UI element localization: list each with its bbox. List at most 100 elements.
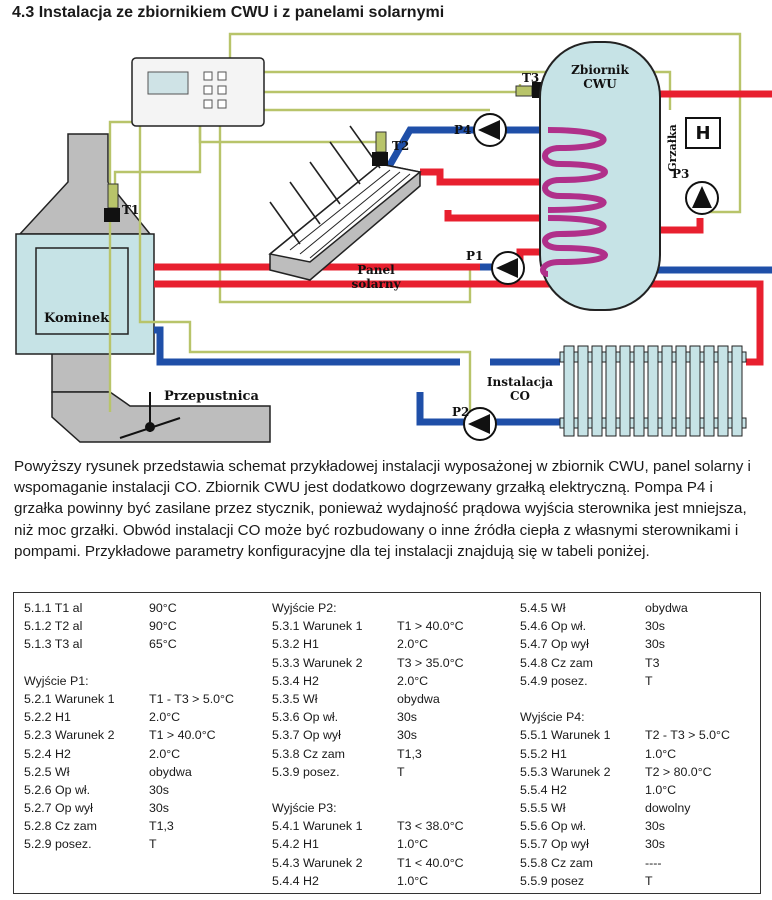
param-key: 5.3.8 Cz zam (272, 746, 345, 761)
param-key: 5.5.9 posez (520, 873, 585, 888)
param-value: 2.0°C (397, 673, 429, 688)
param-key: 5.3.9 posez. (272, 764, 340, 779)
param-key: 5.2.6 Op wł. (24, 782, 91, 797)
params-column-2: Wyjście P2: 5.3.1 Warunek 1 T1 > 40.0°C 5.3… (272, 599, 512, 890)
param-key: 5.1.3 T3 al (24, 637, 83, 652)
param-row: Wyjście P1: (24, 672, 264, 690)
param-key: 5.2.2 H1 (24, 710, 71, 725)
label-t2: T2 (392, 139, 409, 153)
param-key: 5.5.3 Warunek 2 (520, 764, 611, 779)
param-row: 5.3.8 Cz zam T1,3 (272, 745, 512, 763)
pump-p4 (473, 113, 507, 147)
param-value: obydwa (149, 764, 192, 779)
param-value: 30s (397, 710, 417, 725)
label-co-line1: Instalacja (487, 375, 553, 389)
param-row: 5.3.5 Wł obydwa (272, 690, 512, 708)
param-value: ---- (645, 855, 662, 870)
param-key: 5.3.3 Warunek 2 (272, 655, 363, 670)
tank-cwu (539, 41, 661, 311)
param-key: Wyjście P4: (520, 710, 585, 725)
param-value: 30s (645, 619, 665, 634)
param-value: 2.0°C (149, 710, 181, 725)
param-value: T1 > 40.0°C (149, 728, 216, 743)
param-value: 1.0°C (397, 837, 429, 852)
param-value: 30s (149, 801, 169, 816)
label-tank-line1: Zbiornik (571, 63, 629, 77)
param-value: T3 > 35.0°C (397, 655, 464, 670)
param-key: 5.4.6 Op wł. (520, 619, 587, 634)
param-row: 5.2.6 Op wł. 30s (24, 781, 264, 799)
param-row: 5.2.7 Op wył 30s (24, 799, 264, 817)
param-value: 2.0°C (149, 746, 181, 761)
param-key: 5.4.9 posez. (520, 673, 588, 688)
param-value: 30s (645, 837, 665, 852)
param-row: 5.3.6 Op wł.30s (272, 708, 512, 726)
param-key: 5.4.8 Cz zam (520, 655, 593, 670)
pump-p2 (463, 407, 497, 441)
param-value: T1 - T3 > 5.0°C (149, 691, 234, 706)
param-value: T3 < 38.0°C (397, 819, 464, 834)
label-grzalka: Grzałka (666, 124, 679, 172)
param-key: 5.2.3 Warunek 2 (24, 728, 115, 743)
param-key: 5.2.9 posez. (24, 837, 92, 852)
param-value: T1 > 40.0°C (397, 619, 464, 634)
param-key: Wyjście P3: (272, 801, 337, 816)
param-value: 30s (397, 728, 417, 743)
pump-p3 (685, 181, 719, 215)
param-key: 5.3.1 Warunek 1 (272, 619, 363, 634)
label-t3: T3 (522, 71, 539, 85)
label-kominek: Kominek (44, 311, 110, 326)
param-key: 5.2.7 Op wył (24, 801, 93, 816)
description-paragraph: Powyższy rysunek przedstawia schemat prz… (14, 458, 751, 560)
param-value: T (397, 764, 405, 779)
label-p4: P4 (454, 123, 471, 137)
label-przepustnica: Przepustnica (164, 389, 259, 404)
param-row: Wyjście P2: (272, 599, 512, 617)
param-row: Wyjście P4: (520, 708, 760, 726)
param-row (520, 690, 760, 708)
param-key: 5.1.1 T1 al (24, 601, 83, 615)
param-key: 5.5.5 Wł (520, 801, 566, 816)
param-row: 5.2.2 H1 2.0°C (24, 708, 264, 726)
param-value: T (645, 673, 653, 688)
param-key: 5.2.8 Cz zam (24, 819, 97, 834)
param-value: 1.0°C (645, 746, 677, 761)
param-value: T2 > 80.0°C (645, 764, 712, 779)
param-value: 30s (645, 819, 665, 834)
param-row (24, 654, 264, 672)
param-key: 5.4.1 Warunek 1 (272, 819, 363, 834)
param-row: 5.3.9 posez. T (272, 763, 512, 781)
param-row: 5.2.8 Cz zam T1,3 (24, 817, 264, 835)
label-co-line2: CO (510, 389, 530, 403)
param-value: T2 - T3 > 5.0°C (645, 728, 730, 743)
param-value: T3 (645, 655, 660, 670)
damper (119, 392, 181, 439)
param-value: obydwa (397, 691, 440, 706)
param-value: 30s (149, 782, 169, 797)
param-value: T1,3 (149, 819, 174, 834)
param-key: 5.3.5 Wł (272, 691, 318, 706)
section-heading: 4.3 Instalacja ze zbiornikiem CWU i z pa… (12, 4, 445, 21)
param-value: T1 < 40.0°C (397, 855, 464, 870)
param-value: T1,3 (397, 746, 422, 761)
param-row: 5.4.9 posez. T (520, 672, 760, 690)
param-key: 5.5.1 Warunek 1 (520, 728, 611, 743)
param-key: 5.4.2 H1 (272, 837, 319, 852)
param-key: Wyjście P2: (272, 601, 337, 615)
param-value: 30s (645, 637, 665, 652)
param-key: 5.4.5 Wł (520, 601, 566, 615)
label-panel-line1: Panel (357, 263, 395, 277)
